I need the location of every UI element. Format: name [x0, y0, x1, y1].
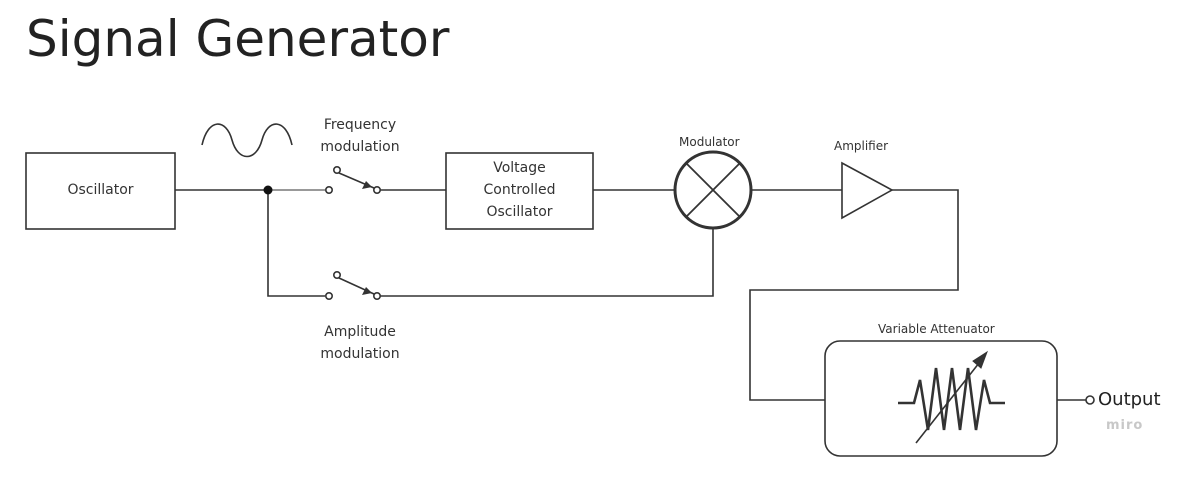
amplifier-label: Amplifier	[834, 139, 889, 153]
variable-attenuator-block	[824, 340, 1058, 457]
arrow-head-icon	[362, 287, 372, 295]
miro-watermark: miro	[1106, 418, 1144, 433]
vco-label: Voltage Controlled Oscillator	[483, 160, 556, 220]
amplitude-modulation-switch	[324, 270, 381, 300]
arrow-head-icon	[972, 350, 988, 369]
amplitude-modulation-label: Amplitude modulation	[320, 324, 400, 362]
modulator-label: Modulator	[679, 135, 740, 149]
oscillator-label: Oscillator	[67, 182, 134, 198]
wire-amplifier-attenuator	[749, 189, 959, 401]
frequency-modulation-label: Frequency modulation	[320, 117, 400, 155]
sine-wave-icon	[201, 123, 293, 158]
variable-resistor-arrow	[915, 357, 984, 444]
output-label: Output	[1098, 389, 1161, 410]
vco-block	[445, 152, 594, 230]
variable-resistor-icon	[898, 367, 1005, 431]
wire-junction-amp	[267, 190, 325, 297]
wire-amp-modulator	[380, 228, 714, 297]
page-title: Signal Generator	[26, 10, 450, 68]
modulator-mixer	[673, 150, 753, 230]
arrow-head-icon	[362, 181, 372, 189]
junction-dot	[263, 185, 273, 195]
amplifier-triangle	[841, 161, 894, 220]
oscillator-block	[25, 152, 176, 230]
variable-attenuator-label: Variable Attenuator	[878, 322, 995, 336]
frequency-modulation-switch	[324, 166, 381, 195]
output-terminal	[1085, 395, 1095, 405]
